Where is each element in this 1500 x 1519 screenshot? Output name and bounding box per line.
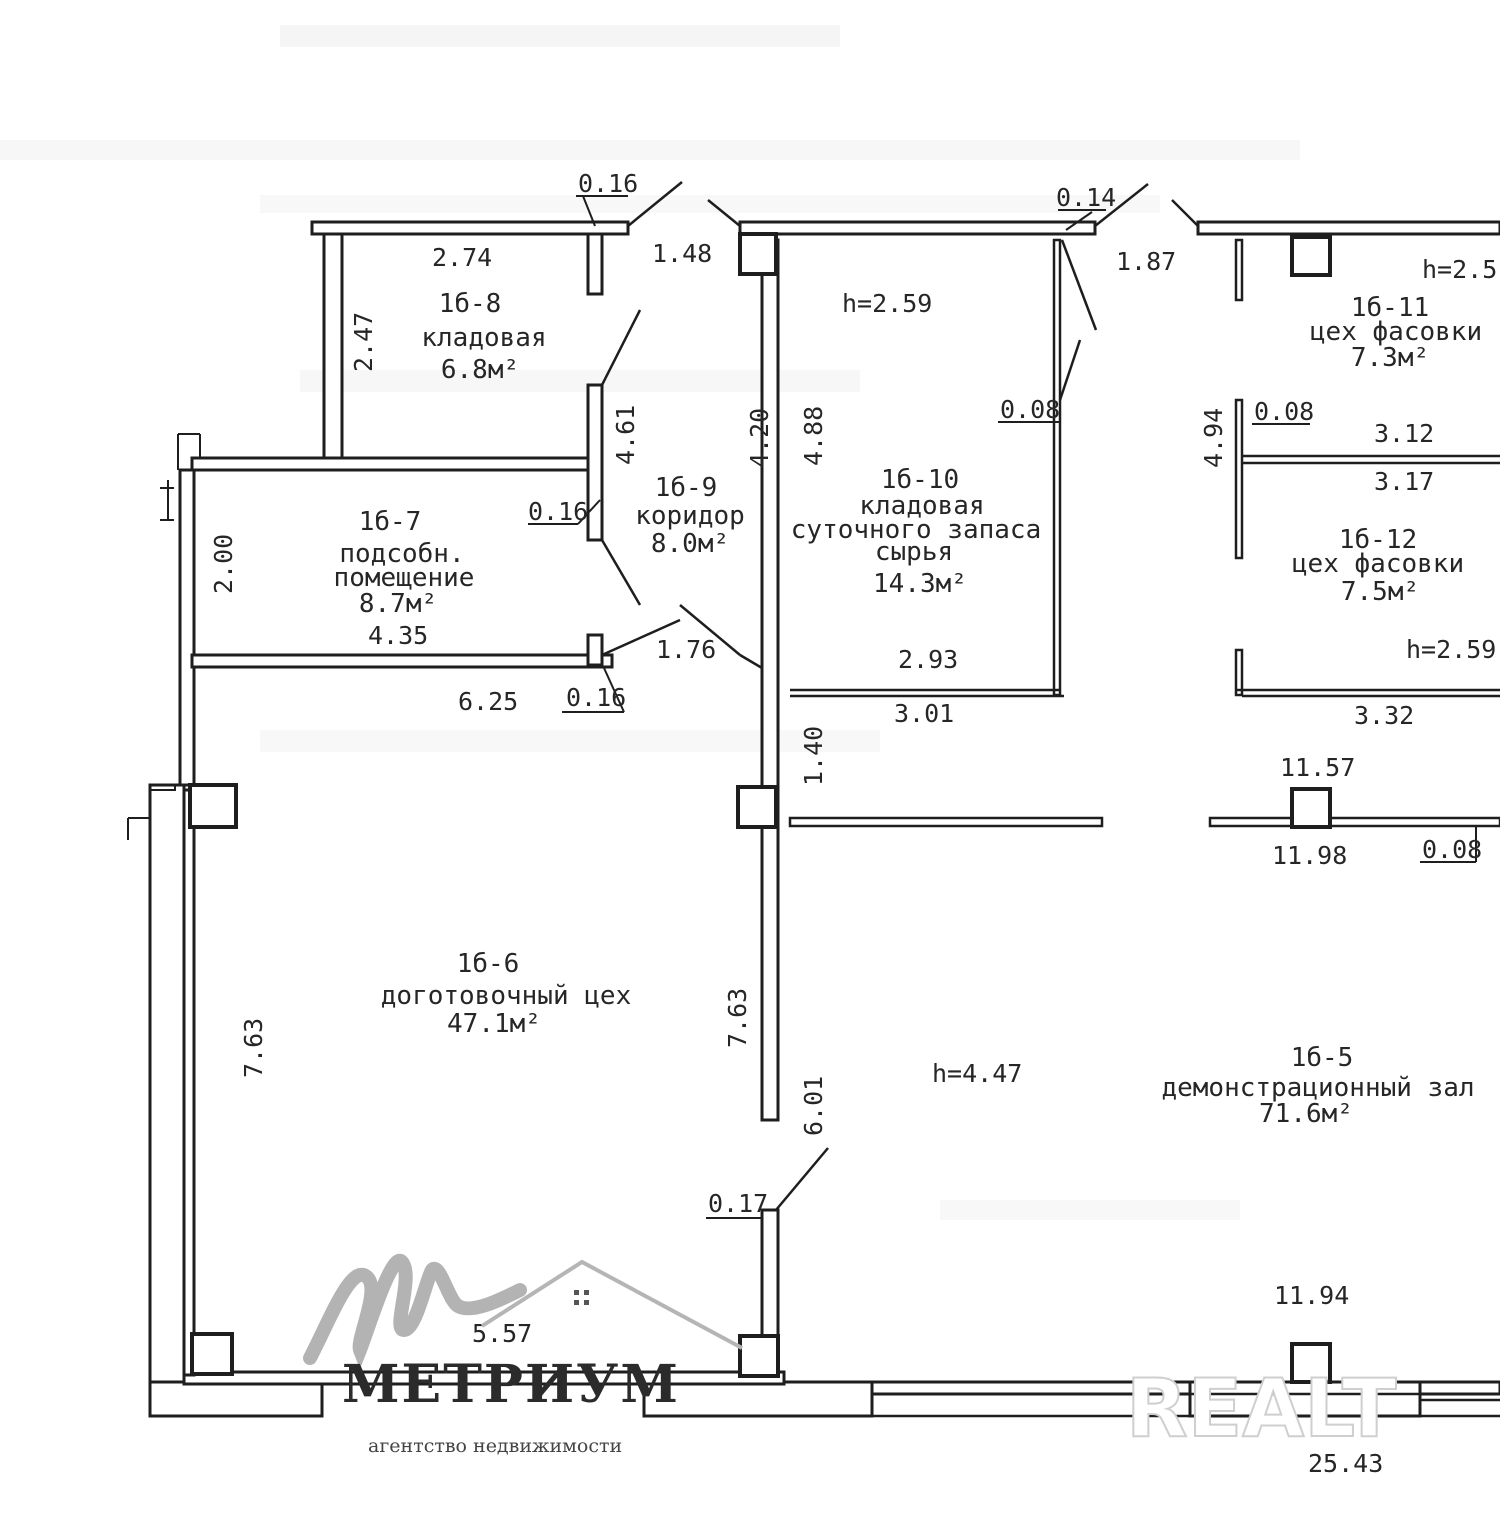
dim-label: 4.94: [1199, 408, 1228, 468]
dim-label: 6.25: [458, 687, 518, 716]
room-1b-10: 1б-10 кладовая суточного запаса сырья 14…: [791, 465, 1041, 599]
metrium-subtitle: агентство недвижимости: [368, 1435, 622, 1457]
room-id: 1б-9: [655, 473, 718, 503]
dim-label: 2.74: [432, 243, 492, 272]
dim-label: 2.93: [898, 645, 958, 674]
room-area: 6.8м²: [441, 355, 519, 385]
roof-icon: [480, 1259, 743, 1350]
room-labels: 1б-8 кладовая 6.8м² 1б-7 подсобн. помеще…: [334, 289, 1483, 1129]
dim-label: 0.08: [1000, 395, 1060, 424]
dim-label: 3.12: [1374, 419, 1434, 448]
room-1b-5: 1б-5 демонстрационный зал 71.6м²: [1161, 1043, 1474, 1129]
dim-label: 0.08: [1254, 397, 1314, 426]
room-id: 1б-11: [1351, 293, 1429, 323]
height-label: h=2.59: [1406, 635, 1496, 664]
window-icon: [574, 1290, 589, 1305]
dim-label: 25.43: [1308, 1449, 1383, 1478]
dim-label: 4.35: [368, 621, 428, 650]
dim-label: 7.63: [723, 988, 752, 1048]
height-label: h=2.5!: [1422, 255, 1500, 284]
room-area: 47.1м²: [447, 1009, 541, 1039]
dim-label: 4.61: [611, 405, 640, 465]
room-area: 8.7м²: [359, 589, 437, 619]
room-id: 1б-8: [439, 289, 502, 319]
dim-label: 0.16: [566, 683, 626, 712]
height-label: h=4.47: [932, 1059, 1022, 1088]
room-name: демонстрационный зал: [1161, 1073, 1474, 1103]
room-name: доготовочный цех: [381, 981, 631, 1011]
metrium-logo: МЕТРИУМ агентство недвижимости: [303, 1253, 743, 1457]
room-name: коридор: [635, 501, 745, 531]
room-area: 14.3м²: [873, 569, 967, 599]
room-name: цех фасовки: [1292, 549, 1464, 579]
dim-label: 0.14: [1056, 183, 1116, 212]
room-id: 1б-12: [1339, 525, 1417, 555]
dim-leaders: [528, 195, 1477, 1219]
dim-label: 3.17: [1374, 467, 1434, 496]
dim-label: 0.16: [528, 497, 588, 526]
room-area: 8.0м²: [651, 529, 729, 559]
height-label: h=2.59: [842, 289, 932, 318]
room-1b-9: 1б-9 коридор 8.0м²: [635, 473, 745, 559]
room-name-2: помещение: [334, 563, 475, 593]
bleed-through: [0, 25, 1300, 1220]
dim-label: 3.01: [894, 699, 954, 728]
dim-label: 11.94: [1274, 1281, 1349, 1310]
dim-label: 4.20: [745, 408, 774, 468]
dim-label: 7.63: [239, 1018, 268, 1078]
room-area: 71.6м²: [1259, 1099, 1353, 1129]
columns: [188, 232, 1332, 1384]
room-id: 1б-6: [457, 949, 520, 979]
dimensions: 0.16 2.74 1.48 0.14 1.87 h=2.5! 2.47 4.6…: [209, 169, 1500, 1478]
dim-label: 0.17: [708, 1189, 768, 1218]
dim-label: 1.48: [652, 239, 712, 268]
room-area: 7.3м²: [1351, 343, 1429, 373]
room-name-2: суточного запаса: [791, 515, 1041, 545]
room-name: кладовая: [421, 323, 546, 353]
room-area: 7.5м²: [1341, 577, 1419, 607]
metrium-mark-icon: [303, 1253, 527, 1369]
dim-label: 0.08: [1422, 835, 1482, 864]
dim-label: 6.01: [799, 1076, 828, 1136]
dim-label: 3.32: [1354, 701, 1414, 730]
metrium-wordmark: МЕТРИУМ: [342, 1354, 680, 1415]
dim-label: 4.88: [799, 406, 828, 466]
room-heights: h=2.59 h=2.59 h=4.47: [842, 289, 1496, 1088]
room-1b-12: 1б-12 цех фасовки 7.5м²: [1292, 525, 1464, 607]
realt-watermark: REALT: [1126, 1362, 1397, 1455]
walls: [127, 220, 1500, 1418]
room-1b-7: 1б-7 подсобн. помещение 8.7м²: [334, 507, 475, 619]
dim-label: 1.87: [1116, 247, 1176, 276]
room-id: 1б-10: [881, 465, 959, 495]
dim-label: 2.47: [349, 312, 378, 372]
dim-label: 2.00: [209, 534, 238, 594]
room-name: кладовая: [859, 491, 984, 521]
door-swings: [600, 181, 1199, 1211]
dim-label: 0.16: [578, 169, 638, 198]
dim-label: 11.57: [1280, 753, 1355, 782]
dim-label: 1.76: [656, 635, 716, 664]
room-1b-6: 1б-6 доготовочный цех 47.1м²: [381, 949, 631, 1039]
dim-label: 11.98: [1272, 841, 1347, 870]
dim-label: 5.57: [472, 1319, 532, 1348]
room-name: цех фасовки: [1310, 317, 1482, 347]
room-1b-8: 1б-8 кладовая 6.8м²: [421, 289, 546, 385]
dim-label: 1.40: [799, 726, 828, 786]
room-id: 1б-7: [359, 507, 422, 537]
room-id: 1б-5: [1291, 1043, 1354, 1073]
room-name-3: сырья: [875, 537, 953, 567]
room-1b-11: 1б-11 цех фасовки 7.3м²: [1310, 293, 1482, 373]
room-name: подсобн.: [339, 539, 464, 569]
